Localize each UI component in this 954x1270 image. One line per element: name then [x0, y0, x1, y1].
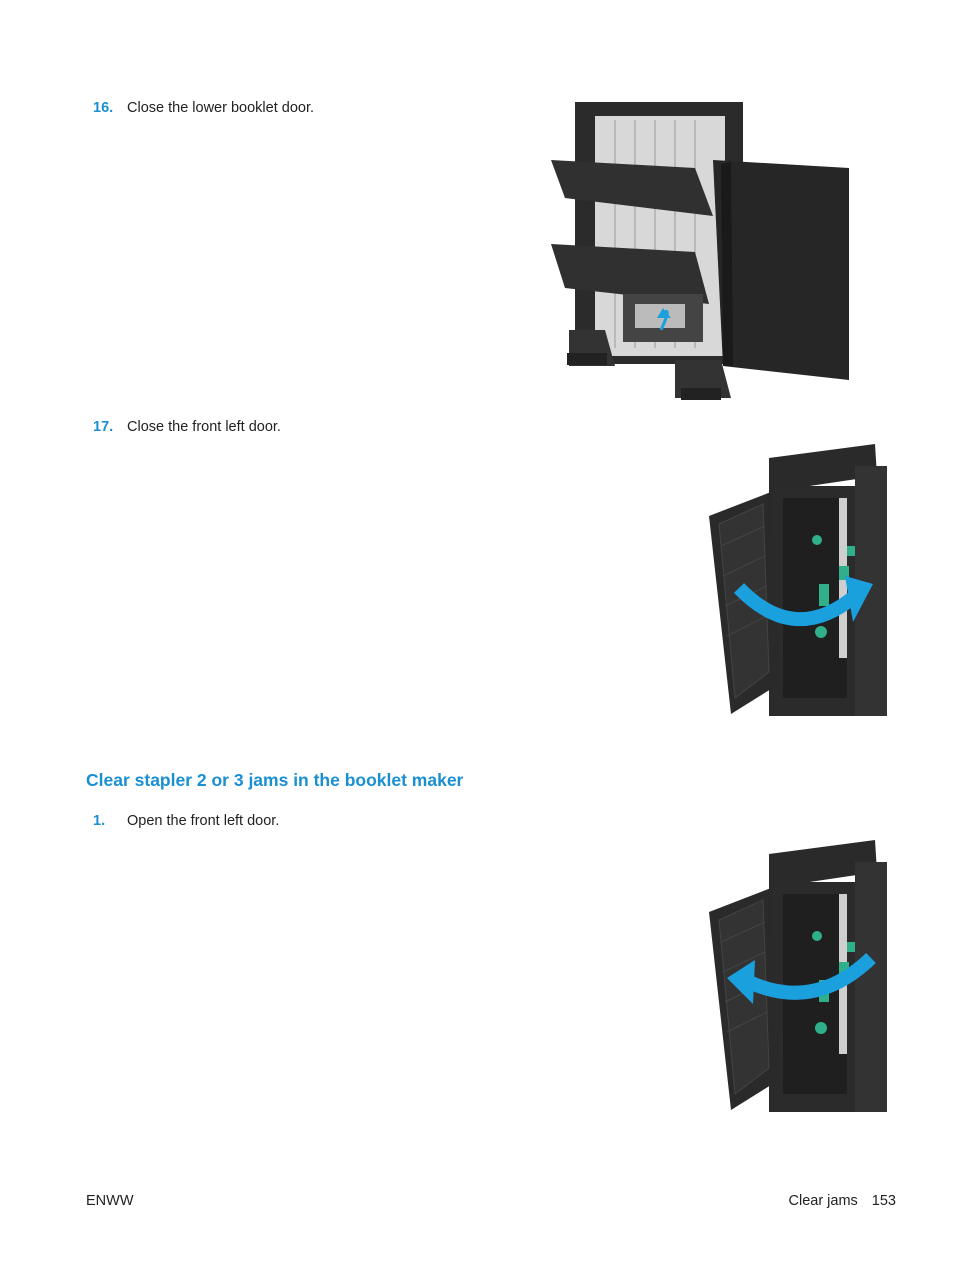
step-number: 16. — [93, 100, 114, 116]
step-number: 17. — [93, 419, 114, 435]
footer-right: Clear jams 153 — [789, 1193, 897, 1209]
booklet-maker-illustration — [551, 102, 849, 400]
front-left-door-open-illustration — [709, 840, 887, 1112]
page-number: 153 — [871, 1193, 896, 1209]
step-number: 1. — [93, 813, 106, 829]
step-text: Close the front left door. — [127, 419, 281, 435]
step-17: 17. Close the front left door. — [93, 419, 281, 435]
section-heading: Clear stapler 2 or 3 jams in the booklet… — [86, 770, 464, 790]
footer-section: Clear jams — [788, 1193, 858, 1209]
front-left-door-close-illustration — [709, 444, 887, 716]
step-16: 16. Close the lower booklet door. — [93, 100, 314, 116]
step-text: Open the front left door. — [127, 813, 280, 829]
step-text: Close the lower booklet door. — [127, 100, 314, 116]
footer-left: ENWW — [86, 1193, 134, 1209]
step-1: 1. Open the front left door. — [93, 813, 279, 829]
